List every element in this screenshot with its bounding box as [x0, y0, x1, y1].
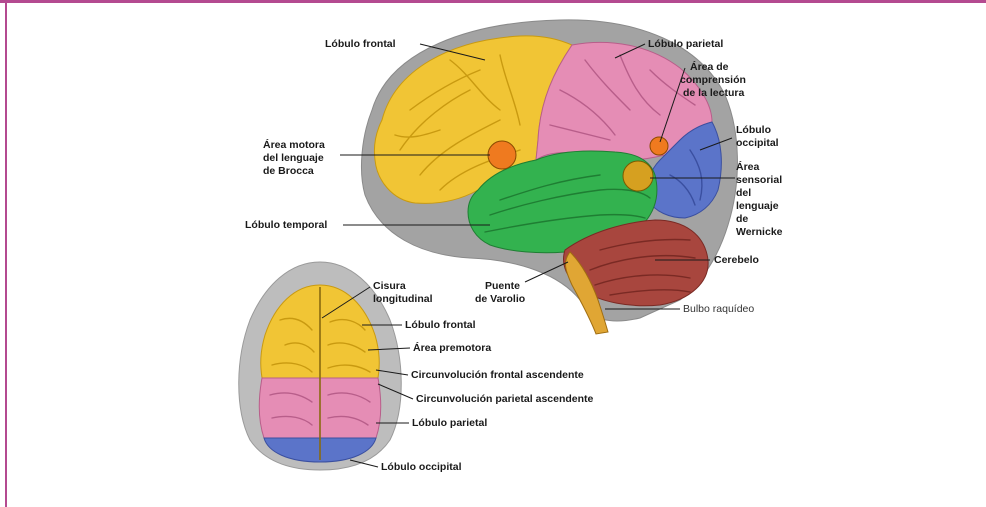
label-wernicke-2: sensorial [736, 174, 782, 186]
label-fissure-2: longitudinal [373, 293, 433, 305]
label-wernicke-5: de [736, 213, 748, 225]
label-frontal-gyrus: Circunvolución frontal ascendente [411, 369, 584, 381]
label-broca-1: Área motora [263, 138, 325, 151]
label-cerebellum: Cerebelo [714, 254, 759, 266]
label-wernicke-6: Wernicke [736, 226, 783, 238]
label-reading-area-3: de la lectura [683, 87, 744, 99]
label-lateral-frontal: Lóbulo frontal [325, 38, 396, 50]
label-lateral-temporal: Lóbulo temporal [245, 219, 327, 231]
label-occipital-2: occipital [736, 137, 779, 149]
label-reading-area-2: comprensión [680, 74, 746, 86]
label-parietal-gyrus: Circunvolución parietal ascendente [416, 393, 594, 405]
label-broca-3: de Brocca [263, 165, 314, 177]
label-top-frontal: Lóbulo frontal [405, 319, 476, 331]
broca-area-spot [488, 141, 516, 169]
label-wernicke-4: lenguaje [736, 200, 779, 212]
wernicke-area-spot [623, 161, 653, 191]
lateral-brain-view [361, 20, 737, 334]
label-fissure-1: Cisura [373, 280, 406, 292]
top-labels: Cisura longitudinal Lóbulo frontal Área … [373, 280, 594, 473]
label-top-occipital: Lóbulo occipital [381, 461, 462, 473]
label-occipital-1: Lóbulo [736, 124, 771, 136]
label-medulla: Bulbo raquídeo [683, 303, 754, 315]
label-wernicke-1: Área [736, 160, 760, 173]
label-broca-2: del lenguaje [263, 152, 324, 164]
label-lateral-parietal: Lóbulo parietal [648, 38, 723, 50]
label-reading-area-1: Área de [690, 60, 729, 73]
label-top-parietal: Lóbulo parietal [412, 417, 487, 429]
label-pons-1: Puente [485, 280, 520, 292]
label-wernicke-3: del [736, 187, 751, 199]
reading-comprehension-spot [650, 137, 668, 155]
label-premotor: Área premotora [413, 341, 491, 354]
label-pons-2: de Varolio [475, 293, 525, 305]
